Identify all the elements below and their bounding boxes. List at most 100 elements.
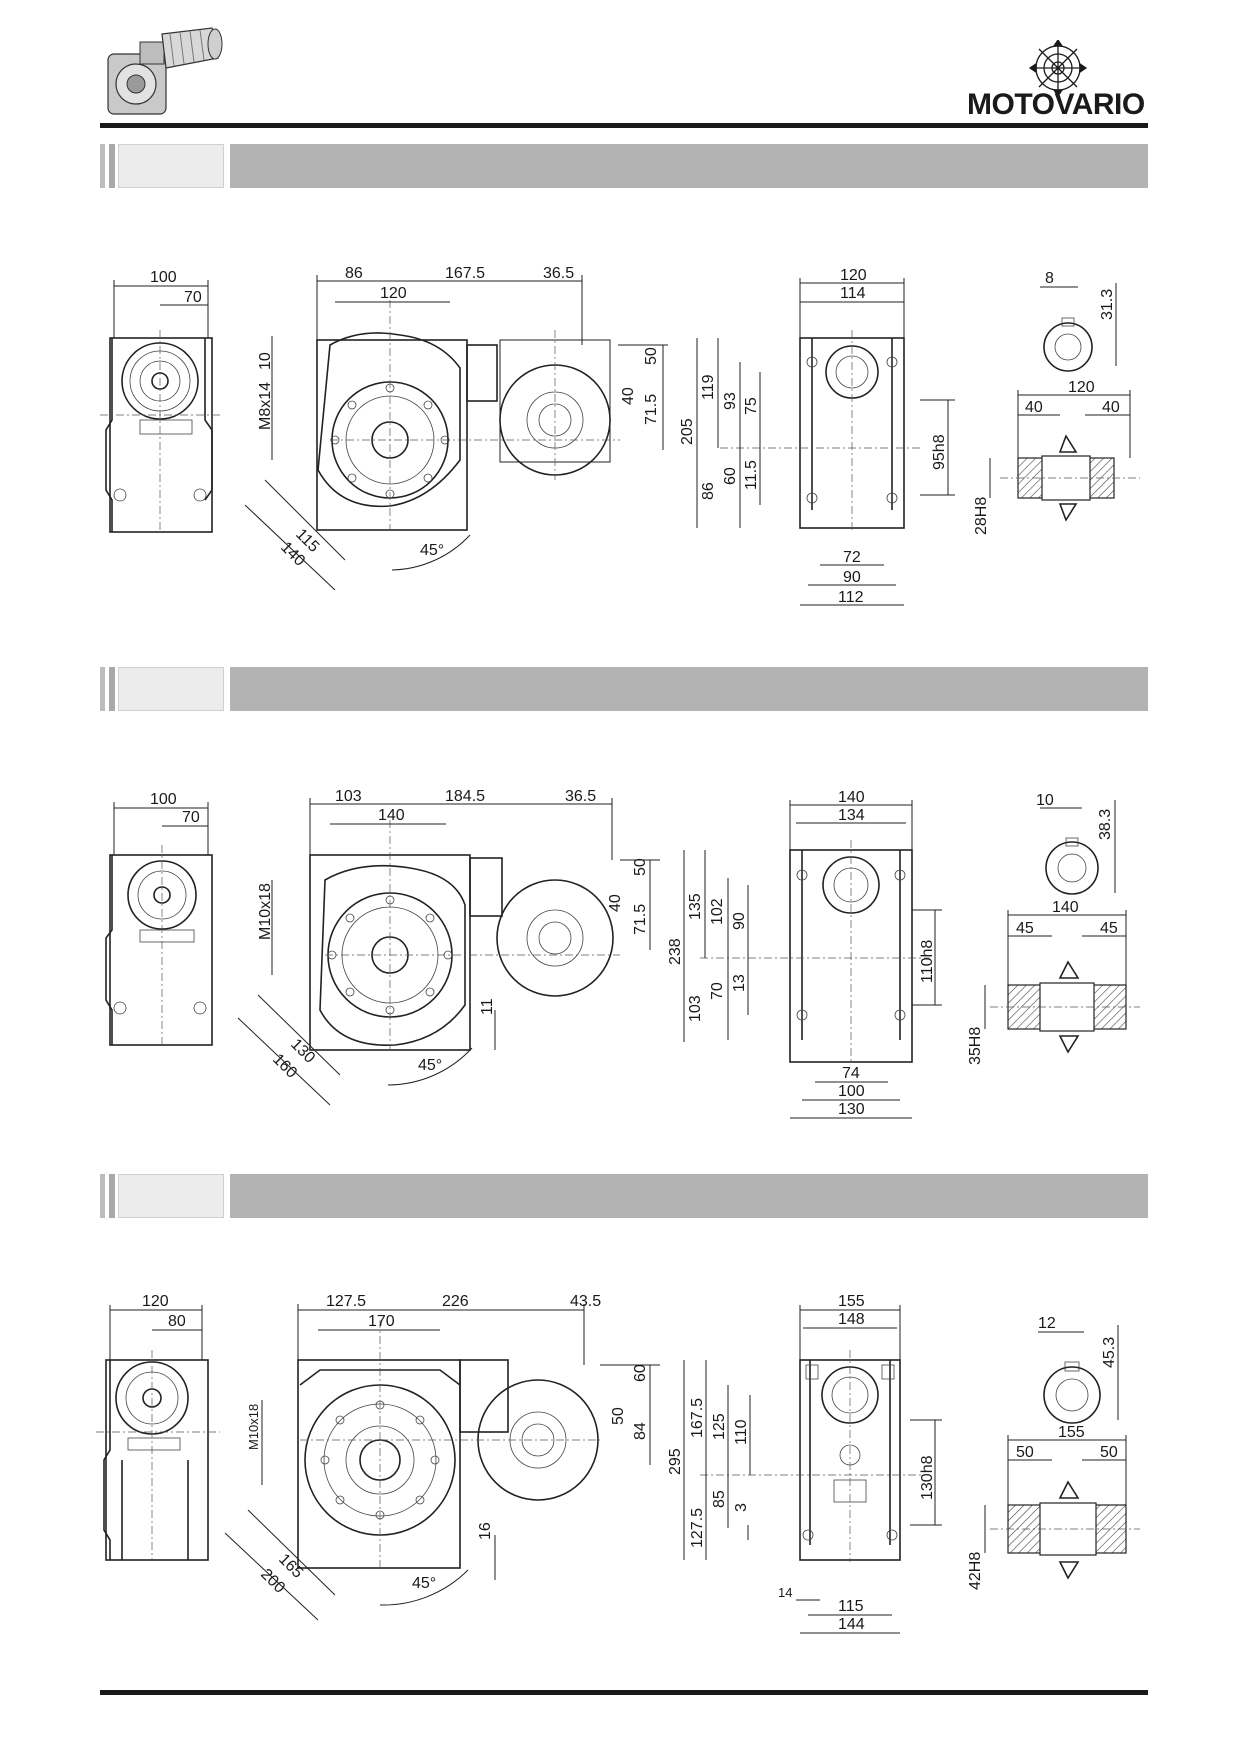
s1-end-spigot: 95h8 [931, 434, 948, 470]
s3-front-d3: 43.5 [570, 1293, 601, 1310]
s3-end-h-top: 167.5 [689, 1398, 706, 1438]
s3-end-b2: 144 [838, 1616, 865, 1633]
s3-shaft-bore: 42H8 [967, 1552, 984, 1590]
s1-end-b2: 90 [843, 569, 861, 586]
section-tab-1 [100, 144, 224, 188]
section-1-drawings: 100 70 [100, 265, 1140, 606]
s2-end-h-d: 13 [731, 974, 748, 992]
s3-shaft-view: 12 45.3 155 50 50 42H8 [967, 1315, 1140, 1590]
s2-shaft-l2: 45 [1100, 920, 1118, 937]
s2-end-h-b: 90 [731, 912, 748, 930]
s2-end-h-top: 135 [687, 893, 704, 920]
s2-end-b2: 100 [838, 1083, 865, 1100]
s2-shaft-len: 140 [1052, 899, 1079, 916]
s2-side-view: 100 70 [105, 791, 213, 1046]
s2-front-view: 103 184.5 36.5 140 M10x18 50 40 71.5 11 … [237, 788, 660, 1106]
s1-end-h-top: 119 [700, 374, 717, 400]
s3-side-view: 120 80 [96, 1293, 220, 1561]
section-2-drawings: 100 70 [105, 788, 1140, 1119]
s2-end-spigot: 110h8 [919, 940, 936, 983]
s1-end-w2: 114 [840, 285, 866, 302]
section-band-3 [100, 1174, 1148, 1218]
s3-side-offset-label: 80 [168, 1313, 186, 1330]
s3-front-angle: 45° [412, 1575, 436, 1592]
s3-shaft-l2: 50 [1100, 1444, 1118, 1461]
s3-end-h-a: 125 [711, 1413, 728, 1440]
s2-front-d4: 140 [378, 807, 405, 824]
s1-front-d8: 71.5 [643, 394, 660, 425]
s1-end-b3: 112 [838, 589, 864, 606]
s1-end-view: 120 114 205 119 93 75 60 11.5 86 95h8 72… [679, 267, 955, 606]
gearmotor-illustration [107, 27, 223, 115]
s3-end-b0: 14 [778, 1585, 792, 1600]
s1-front-d2: 167.5 [445, 265, 485, 282]
s3-end-h-total: 295 [667, 1448, 684, 1475]
s2-shaft-key-h: 38.3 [1097, 809, 1114, 840]
s1-shaft-key-w: 8 [1045, 270, 1054, 287]
s1-front-angle: 45° [420, 542, 444, 559]
s1-end-w1: 120 [840, 267, 867, 284]
gearmotor-thumbnail [100, 20, 230, 120]
s1-shaft-l2: 40 [1102, 399, 1120, 416]
s3-front-thread: M10x18 [246, 1404, 261, 1450]
s3-shaft-len: 155 [1058, 1424, 1085, 1441]
s1-shaft-view: 8 31.3 120 40 40 28H8 [973, 270, 1140, 535]
s2-front-d3: 36.5 [565, 788, 596, 805]
s2-front-angle: 45° [418, 1057, 442, 1074]
s1-front-thread: M8x14 [257, 382, 274, 430]
s1-end-h-d: 11.5 [743, 460, 760, 490]
s1-shaft-bore: 28H8 [973, 497, 990, 535]
s2-front-d9: 11 [479, 998, 496, 1015]
section-3-drawings: 120 80 [96, 1293, 1140, 1634]
s1-shaft-key-h: 31.3 [1099, 289, 1116, 320]
s1-shaft-len: 120 [1068, 379, 1095, 396]
s3-end-b1: 115 [838, 1598, 864, 1615]
s2-end-h-bot: 103 [687, 995, 704, 1022]
s3-front-d6: 60 [632, 1364, 649, 1382]
s1-side-offset-label: 70 [184, 289, 202, 306]
s3-side-width-label: 120 [142, 1293, 169, 1310]
s3-front-d1: 127.5 [326, 1293, 366, 1310]
section-band-2 [100, 667, 1148, 711]
s1-end-b1: 72 [843, 549, 861, 566]
section-tab-2 [100, 667, 224, 711]
s2-shaft-view: 10 38.3 140 45 45 35H8 [967, 792, 1140, 1065]
s1-end-h-bot: 86 [700, 482, 717, 500]
s3-end-spigot: 130h8 [919, 1455, 936, 1500]
s3-front-view: 127.5 226 43.5 170 M10x18 60 50 84 16 16… [224, 1293, 660, 1621]
s2-front-d1: 103 [335, 788, 362, 805]
section-tab-3 [100, 1174, 224, 1218]
s3-end-w2: 148 [838, 1311, 865, 1328]
s2-end-h-total: 238 [667, 938, 684, 965]
s3-shaft-key-h: 45.3 [1101, 1337, 1118, 1368]
s1-front-d7: 40 [620, 387, 637, 405]
s2-front-d7: 40 [607, 894, 624, 912]
s2-shaft-key-w: 10 [1036, 792, 1054, 809]
header-rule [100, 123, 1148, 128]
s2-front-thread: M10x18 [257, 883, 274, 940]
s1-front-d3: 36.5 [543, 265, 574, 282]
s3-end-h-c: 85 [711, 1490, 728, 1508]
s2-end-h-c: 70 [709, 982, 726, 1000]
s1-front-view: 86 167.5 36.5 120 10 M8x14 50 40 71.5 11… [244, 265, 668, 591]
section-header-bar-2 [230, 667, 1148, 711]
s1-end-h-b: 75 [743, 397, 760, 415]
brand-logo: MOTOVARIO [965, 40, 1150, 121]
section-band-1 [100, 144, 1148, 188]
s2-front-d8: 71.5 [632, 904, 649, 935]
s2-end-w1: 140 [838, 789, 865, 806]
s2-front-d6: 50 [632, 858, 649, 876]
s3-end-h-b: 110 [733, 1419, 750, 1445]
s2-side-offset-label: 70 [182, 809, 200, 826]
s3-front-d4: 170 [368, 1313, 395, 1330]
s2-end-h-a: 102 [709, 898, 726, 925]
s3-front-d9: 16 [477, 1522, 494, 1540]
section-header-bar-1 [230, 144, 1148, 188]
s2-shaft-l1: 45 [1016, 920, 1034, 937]
s3-front-d7: 50 [610, 1407, 627, 1425]
s3-shaft-key-w: 12 [1038, 1315, 1056, 1332]
s3-shaft-l1: 50 [1016, 1444, 1034, 1461]
s2-shaft-bore: 35H8 [967, 1027, 984, 1065]
s2-end-w2: 134 [838, 807, 865, 824]
